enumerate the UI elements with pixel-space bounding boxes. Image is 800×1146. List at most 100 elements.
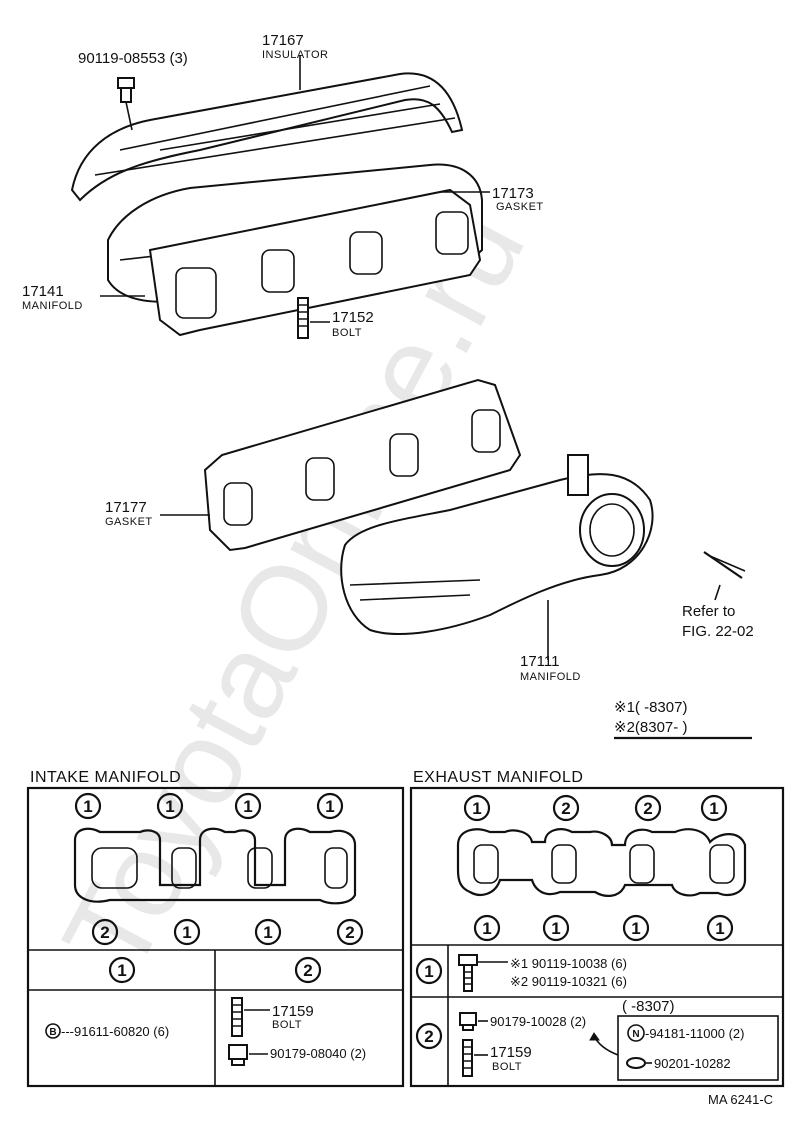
intake-top-mark-circle [74, 792, 102, 820]
exhaust-top-mark: 2 [561, 799, 570, 818]
exhaust-bolt-num: 17159 [490, 1044, 532, 1061]
intake-bottom-mark-circle [173, 918, 201, 946]
intake-title: INTAKE MANIFOLD [30, 769, 181, 786]
exhaust-top-mark-circle [552, 794, 580, 822]
label-refer-line2: FIG. 22-02 [682, 623, 754, 640]
exhaust-nut-icon [459, 1012, 477, 1031]
exhaust-top-marks: 1 2 2 1 [463, 794, 728, 822]
intake-bolt-name: BOLT [272, 1019, 302, 1031]
intake-col1-marker [108, 956, 136, 984]
label-bolt-90119: 90119-08553 (3) [78, 50, 188, 67]
intake-top-mark-circle [234, 792, 262, 820]
insulator-shape [70, 72, 464, 202]
label-bolt-17152-name: BOLT [332, 327, 362, 339]
label-insulator-name: INSULATOR [262, 49, 328, 61]
exhaust-bottom-marks: 1 1 1 1 [473, 914, 734, 942]
label-bolt-17152-num: 17152 [332, 309, 374, 326]
exhaust-top-mark: 2 [643, 799, 652, 818]
exhaust-bolt-name: BOLT [492, 1061, 522, 1073]
exhaust-n-marker-circle [627, 1024, 645, 1042]
exhaust-n-text: -94181-11000 (2) [645, 1026, 745, 1041]
intake-top-mark-circle [316, 792, 344, 820]
exhaust-bottom-mark: 1 [715, 919, 724, 938]
intake-bottom-mark: 1 [182, 923, 191, 942]
exhaust-bottom-mark: 1 [551, 919, 560, 938]
exhaust-top-mark-circle [700, 794, 728, 822]
label-insulator-num: 17167 [262, 32, 304, 49]
label-gasket-17173-name: GASKET [496, 201, 544, 213]
intake-gasket-shape [73, 827, 357, 905]
exhaust-top-mark-circle [463, 794, 491, 822]
label-refer-line1: Refer to [682, 603, 735, 620]
intake-col2-marker [294, 956, 322, 984]
label-note1: ※1( -8307) [614, 699, 687, 716]
label-manifold-17141-name: MANIFOLD [22, 300, 83, 312]
exhaust-bolt-icon [458, 954, 478, 992]
intake-stud-marker-circle [45, 1023, 61, 1039]
label-gasket-17177-num: 17177 [105, 499, 147, 516]
intake-top-mark: 1 [165, 797, 174, 816]
exhaust-box-header: ( -8307) [622, 998, 675, 1015]
footer-code: MA 6241-C [708, 1092, 773, 1107]
label-manifold-17111-name: MANIFOLD [520, 671, 581, 683]
intake-bolt-num: 17159 [272, 1003, 314, 1020]
exhaust-bottom-mark-circle [706, 914, 734, 942]
exhaust-gasket-shape [456, 828, 747, 897]
intake-col2-header: 2 [303, 961, 312, 980]
exhaust-n-marker: N [632, 1029, 639, 1040]
intake-bolt-17159-icon [231, 997, 243, 1037]
exhaust-box [409, 786, 785, 1088]
exhaust-bolt-17159-icon [462, 1039, 473, 1077]
intake-bottom-marks: 2 1 1 2 [91, 918, 364, 946]
exhaust-bottom-mark-circle [622, 914, 650, 942]
label-manifold-17111-num: 17111 [520, 653, 560, 670]
refer-stud-icon [703, 551, 746, 579]
exhaust-row2-marker: 2 [424, 1027, 433, 1046]
intake-nut-text: 90179-08040 (2) [270, 1046, 366, 1061]
washer-icon [626, 1057, 646, 1069]
intake-bottom-mark: 2 [100, 923, 109, 942]
label-manifold-17141-num: 17141 [22, 283, 64, 300]
bolt-90119-icon [117, 77, 135, 131]
exhaust-top-mark-circle [634, 794, 662, 822]
intake-top-mark: 1 [325, 797, 334, 816]
label-gasket-17173-num: 17173 [492, 185, 534, 202]
intake-top-mark: 1 [243, 797, 252, 816]
exhaust-nut-text: 90179-10028 (2) [490, 1014, 586, 1029]
manifold-17111-shape [340, 454, 654, 635]
exhaust-bottom-mark-circle [542, 914, 570, 942]
intake-stud-text: ---91611-60820 (6) [61, 1024, 169, 1039]
stud-17152-icon [297, 297, 309, 339]
gasket-17173-shape [148, 188, 482, 337]
exhaust-arrow-head [589, 1032, 600, 1041]
intake-bottom-mark-circle [254, 918, 282, 946]
exhaust-sub-box [617, 1015, 779, 1081]
intake-bottom-mark: 1 [263, 923, 272, 942]
exhaust-row2-marker-circle [415, 1022, 443, 1050]
label-gasket-17177-name: GASKET [105, 516, 153, 528]
intake-bottom-mark: 2 [345, 923, 354, 942]
exhaust-bottom-mark: 1 [631, 919, 640, 938]
label-note2: ※2(8307- ) [614, 719, 687, 736]
intake-top-mark: 1 [83, 797, 92, 816]
intake-top-mark-circle [156, 792, 184, 820]
leader-refer [714, 584, 721, 601]
exhaust-bottom-mark-circle [473, 914, 501, 942]
exhaust-row1-marker-circle [415, 957, 443, 985]
exhaust-top-mark: 1 [472, 799, 481, 818]
exhaust-top-mark: 1 [709, 799, 718, 818]
intake-col1-header: 1 [117, 961, 126, 980]
intake-top-marks: 1 1 1 1 [74, 792, 344, 820]
exhaust-row1-marker: 1 [424, 962, 433, 981]
gasket-17177-shape [203, 378, 522, 552]
exhaust-washer-text: 90201-10282 [654, 1056, 731, 1071]
intake-nut-icon [228, 1044, 248, 1066]
intake-stud-marker: B [49, 1027, 56, 1038]
exhaust-title: EXHAUST MANIFOLD [413, 769, 583, 786]
intake-bottom-mark-circle [336, 918, 364, 946]
exhaust-bolt2-text: ※2 90119-10321 (6) [510, 974, 627, 989]
exhaust-bottom-mark: 1 [482, 919, 491, 938]
intake-bottom-mark-circle [91, 918, 119, 946]
